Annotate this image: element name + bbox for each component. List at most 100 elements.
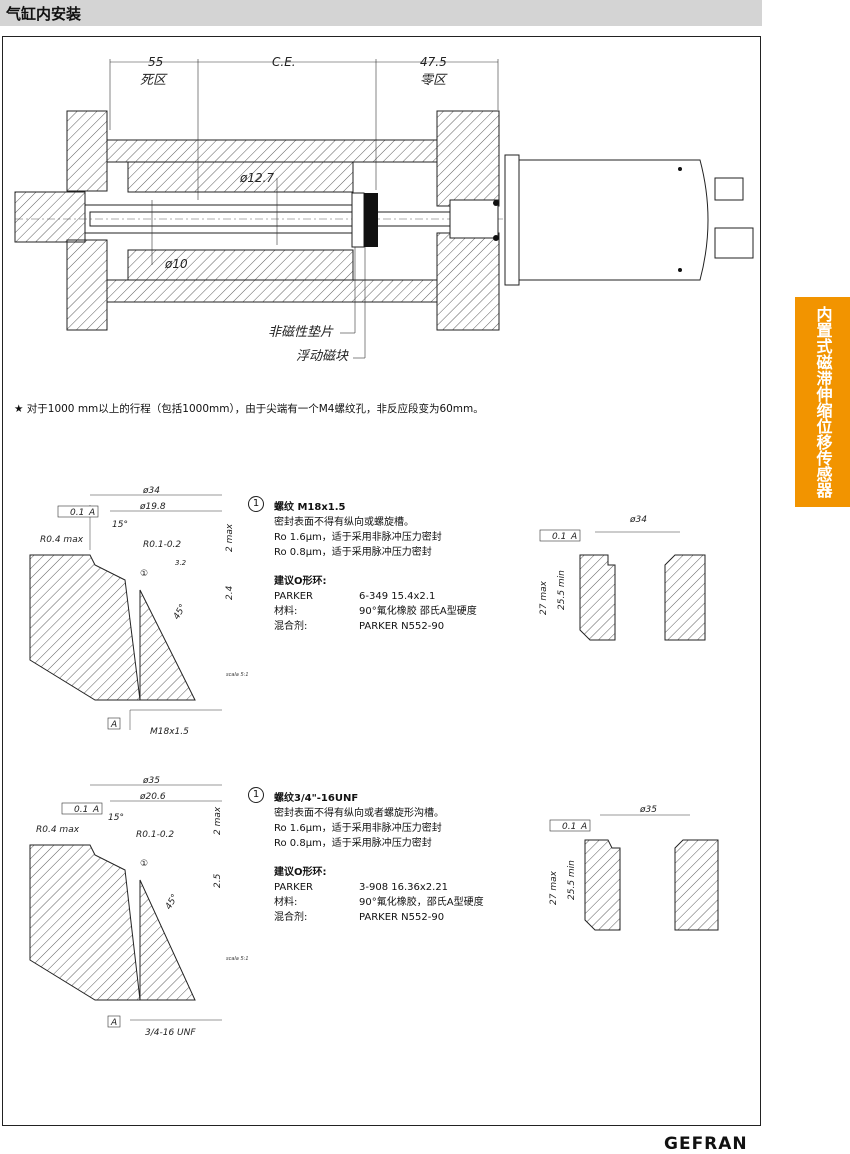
magnet xyxy=(364,193,378,247)
dim-null-label: 零区 xyxy=(420,73,448,88)
dim-null: 47.5 xyxy=(420,55,447,69)
d1-15deg: 15° xyxy=(112,520,128,530)
d1-rough: 3.2 xyxy=(175,559,187,567)
spec2-row-val: 3-908 16.36x2.21 xyxy=(359,882,449,893)
spec1-row: 材料: 90°氟化橡胶 邵氏A型硬度 xyxy=(274,604,477,619)
d1-thread: M18x1.5 xyxy=(150,727,189,737)
label-spacer: 非磁性垫片 xyxy=(268,325,334,340)
label-magnet: 浮动磁块 xyxy=(296,349,349,364)
d1-circle: ① xyxy=(140,569,148,579)
b1-datum: A xyxy=(570,532,577,542)
spec2-row: 材料: 90°氟化橡胶，邵氏A型硬度 xyxy=(274,895,484,910)
d2-45deg: 45° xyxy=(164,893,181,912)
d1-dia198: ø19.8 xyxy=(139,502,166,512)
d2-datum: A xyxy=(92,805,99,815)
spec2-line2: Ro 1.6μm，适于采用非脉冲压力密封 xyxy=(274,823,442,834)
spec1-row-val: 90°氟化橡胶 邵氏A型硬度 xyxy=(359,606,477,617)
d1-r01: R0.1-0.2 xyxy=(143,540,181,550)
end-cap-lower xyxy=(436,232,500,331)
bore-section-2: 0.1 A ø35 27 max 25.5 min xyxy=(549,805,719,931)
spec2-row: 混合剂: PARKER N552-90 xyxy=(274,910,484,925)
spec1-row-val: 6-349 15.4x2.1 xyxy=(359,591,436,602)
d1-scale: scala 5:1 xyxy=(226,672,249,678)
d2-dia35: ø35 xyxy=(142,776,160,786)
spec-block-1: 1 螺纹 M18x1.5 密封表面不得有纵向或螺旋槽。 Ro 1.6μm，适于采… xyxy=(248,496,477,634)
bore-section-1: 0.1 A ø34 27 max 25.5 min xyxy=(539,515,706,641)
spec2-oring: 建议O形环: xyxy=(274,867,327,878)
spec-block-2: 1 螺纹3/4"-16UNF 密封表面不得有纵向或者螺旋形沟槽。 Ro 1.6μ… xyxy=(248,787,484,925)
d2-15deg: 15° xyxy=(108,813,124,823)
d1-tol: 0.1 xyxy=(70,508,84,518)
star-icon: ★ xyxy=(14,403,24,415)
side-tab-label: 内置式磁滞伸缩位移传感器 xyxy=(813,306,833,498)
header-bar: 气缸内安装 xyxy=(0,0,762,26)
dim-ce: C.E. xyxy=(272,55,296,69)
spec2-row-key: PARKER xyxy=(274,882,314,893)
d1-45deg: 45° xyxy=(172,603,189,622)
dia-12-7: ø12.7 xyxy=(239,171,274,185)
spec2-row-val: 90°氟化橡胶，邵氏A型硬度 xyxy=(359,897,484,908)
cylinder-assembly-drawing: 55 死区 C.E. 47.5 零区 ø12.7 ø10 非磁性垫片 浮动磁块 xyxy=(14,55,754,364)
spec2-line1: 密封表面不得有纵向或者螺旋形沟槽。 xyxy=(274,808,444,819)
d2-max2: 2 max xyxy=(213,806,223,835)
piston-upper xyxy=(127,161,354,193)
d2-datum-box: A xyxy=(110,1018,117,1028)
spec1-line1: 密封表面不得有纵向或螺旋槽。 xyxy=(274,517,414,528)
end-cap-upper xyxy=(436,110,500,207)
thread-detail-1: ø34 ø19.8 0.1 A R0.4 max R0.1-0.2 15° 2 … xyxy=(29,486,249,737)
d1-dia34: ø34 xyxy=(142,486,160,496)
tube-lower xyxy=(106,279,438,303)
d2-2-5: 2.5 xyxy=(213,873,223,888)
spec2-number: 1 xyxy=(248,787,264,803)
d1-datum: A xyxy=(88,508,95,518)
spacer xyxy=(351,192,365,248)
d1-2-4: 2.4 xyxy=(225,585,235,600)
footnote: ★ 对于1000 mm以上的行程（包括1000mm），由于尖端有一个M4螺纹孔，… xyxy=(14,401,484,416)
spec2-row-key: 材料: xyxy=(274,897,298,908)
dim-dead: 55 xyxy=(148,55,163,69)
spec1-line2: Ro 1.6μm，适于采用非脉冲压力密封 xyxy=(274,532,442,543)
spec1-row-key: PARKER xyxy=(274,591,314,602)
b2-h27: 27 max xyxy=(549,870,559,905)
flange-left-upper xyxy=(66,110,108,192)
d1-r04: R0.4 max xyxy=(40,535,84,545)
dia-10: ø10 xyxy=(164,257,188,271)
spec2-line3: Ro 0.8μm，适于采用脉冲压力密封 xyxy=(274,838,432,849)
d2-thread: 3/4-16 UNF xyxy=(145,1028,196,1038)
spec1-line3: Ro 0.8μm，适于采用脉冲压力密封 xyxy=(274,547,432,558)
sensor-flange xyxy=(504,154,520,286)
b1-h255: 25.5 min xyxy=(557,570,567,610)
d2-dia206: ø20.6 xyxy=(139,792,166,802)
spec1-title: 螺纹 M18x1.5 xyxy=(274,502,346,513)
b2-datum: A xyxy=(580,822,587,832)
page-title: 气缸内安装 xyxy=(6,5,82,23)
footnote-text: 对于1000 mm以上的行程（包括1000mm），由于尖端有一个M4螺纹孔，非反… xyxy=(26,403,484,415)
spec1-row-key: 混合剂: xyxy=(274,621,308,632)
dim-dead-label: 死区 xyxy=(140,73,168,88)
b1-dia: ø34 xyxy=(629,515,647,525)
tube-upper xyxy=(106,139,438,163)
thread-detail-2: ø35 ø20.6 0.1 A R0.4 max R0.1-0.2 15° 2 … xyxy=(29,776,249,1038)
d1-datum-box: A xyxy=(110,720,117,730)
b2-dia: ø35 xyxy=(639,805,657,815)
d2-r04: R0.4 max xyxy=(36,825,80,835)
d2-circle: ① xyxy=(140,859,148,869)
d2-r01: R0.1-0.2 xyxy=(136,830,174,840)
b1-h27: 27 max xyxy=(539,580,549,615)
d1-max2: 2 max xyxy=(225,523,235,552)
spec2-title: 螺纹3/4"-16UNF xyxy=(274,793,359,804)
spec1-oring: 建议O形环: xyxy=(274,576,327,587)
d2-tol: 0.1 xyxy=(74,805,88,815)
content-frame xyxy=(2,36,761,1126)
d2-scale: scala 5:1 xyxy=(226,956,249,962)
b1-tol: 0.1 xyxy=(552,532,566,542)
spec1-row-key: 材料: xyxy=(274,606,298,617)
spec2-row-val: PARKER N552-90 xyxy=(359,912,445,923)
brand-logo: GEFRAN xyxy=(664,1134,748,1154)
spec2-row: PARKER 3-908 16.36x2.21 xyxy=(274,880,484,895)
spec1-number: 1 xyxy=(248,496,264,512)
b2-tol: 0.1 xyxy=(562,822,576,832)
spec1-row-val: PARKER N552-90 xyxy=(359,621,445,632)
flange-left-lower xyxy=(66,239,108,331)
spec2-row-key: 混合剂: xyxy=(274,912,308,923)
